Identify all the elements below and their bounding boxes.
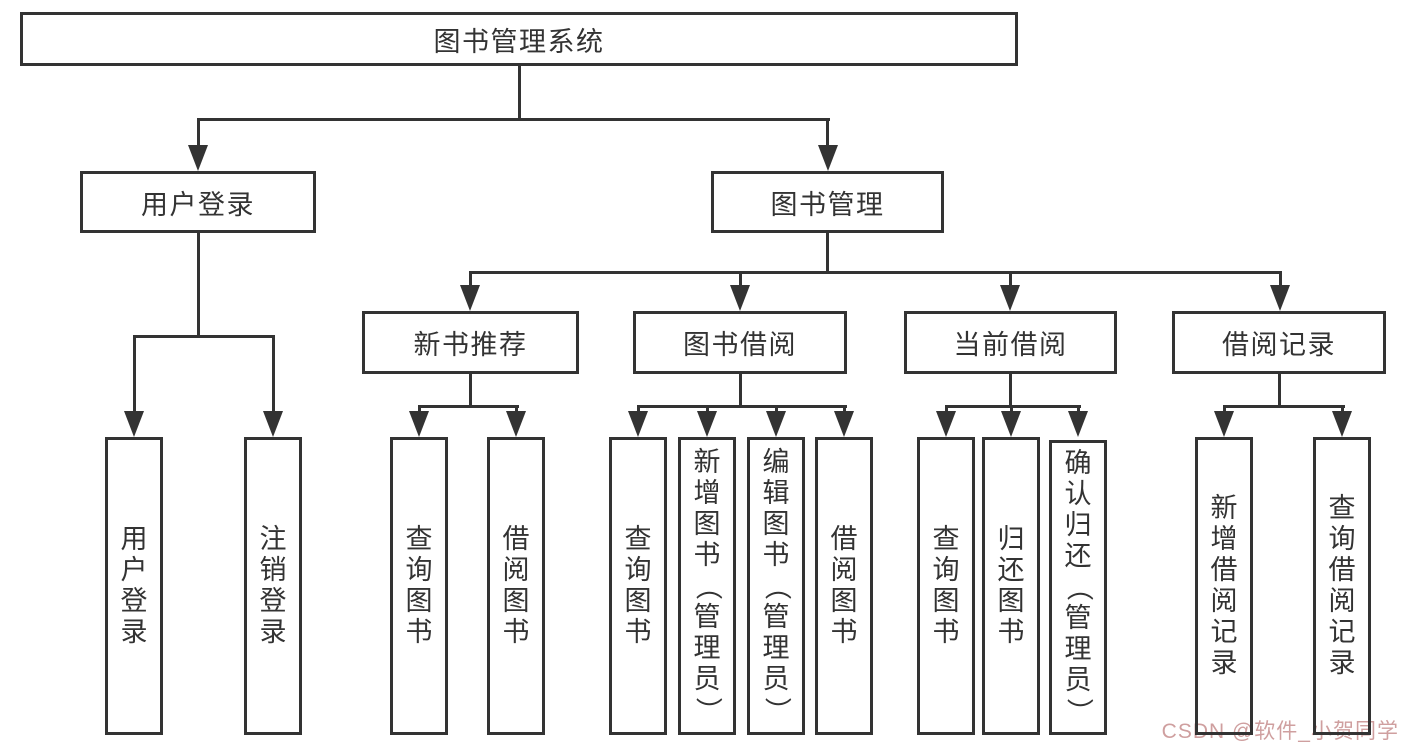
leaf-return-books: 归还图书: [982, 437, 1040, 735]
leaf-query-books: 查询图书: [609, 437, 667, 735]
connector-new-books-bar: [418, 405, 519, 408]
node-label: 图书管理: [770, 189, 885, 220]
arrow-down-icon: [1000, 285, 1020, 311]
connector-level2-bar: [197, 118, 830, 121]
connector-branch: [133, 335, 136, 411]
leaf-add-borrow-record: 新增借阅记录: [1195, 437, 1253, 735]
connector-branch: [515, 405, 518, 411]
connector-branch: [637, 405, 640, 411]
connector-branch-book-mgmt: [826, 118, 829, 145]
leaf-label: 查询图书: [932, 524, 960, 647]
arrow-down-icon: [628, 411, 648, 437]
arrow-down-icon: [1214, 411, 1234, 437]
connector-current-borrow-stem: [1009, 374, 1012, 405]
arrow-down-icon: [409, 411, 429, 437]
leaf-logout: 注销登录: [244, 437, 302, 735]
leaf-label: 注销登录: [259, 524, 287, 647]
connector-branch: [775, 405, 778, 411]
connector-branch: [945, 405, 948, 411]
arrow-down-icon: [936, 411, 956, 437]
leaf-edit-books-admin: 编辑图书（管理员）: [747, 437, 805, 735]
connector-current-borrow-bar: [945, 405, 1081, 408]
leaf-label: 确认归还（管理员）: [1063, 448, 1094, 725]
leaf-label: 归还图书: [997, 524, 1025, 647]
connector-root-stem: [518, 66, 521, 118]
leaf-query-books: 查询图书: [390, 437, 448, 735]
node-new-books: 新书推荐: [362, 311, 579, 374]
leaf-user-login: 用户登录: [105, 437, 163, 735]
connector-branch: [1010, 405, 1013, 411]
leaf-add-books-admin: 新增图书（管理员）: [678, 437, 736, 735]
node-user-login: 用户登录: [80, 171, 316, 233]
node-label: 用户登录: [141, 189, 255, 220]
connector-book-borrow-bar: [637, 405, 847, 408]
connector-level3-bar: [469, 271, 1282, 274]
arrow-down-icon: [1270, 285, 1290, 311]
leaf-label: 用户登录: [120, 524, 148, 647]
node-book-borrow: 图书借阅: [633, 311, 847, 374]
arrow-down-icon: [1001, 411, 1021, 437]
connector-branch: [1279, 271, 1282, 285]
leaf-borrow-books: 借阅图书: [815, 437, 873, 735]
leaf-label: 查询借阅记录: [1328, 493, 1356, 678]
arrow-down-icon: [460, 285, 480, 311]
arrow-down-icon: [834, 411, 854, 437]
node-borrow-record: 借阅记录: [1172, 311, 1386, 374]
leaf-query-borrow-record: 查询借阅记录: [1313, 437, 1371, 735]
arrow-down-icon: [263, 411, 283, 437]
connector-user-login-stem: [197, 233, 200, 335]
connector-book-mgmt-stem: [826, 233, 829, 271]
arrow-down-icon: [766, 411, 786, 437]
leaf-label: 新增图书（管理员）: [692, 446, 723, 724]
connector-borrow-record-bar: [1223, 405, 1345, 408]
connector-branch: [706, 405, 709, 411]
arrow-down-icon: [1332, 411, 1352, 437]
node-root-label: 图书管理系统: [433, 26, 605, 57]
leaf-confirm-return-admin: 确认归还（管理员）: [1049, 440, 1107, 735]
leaf-label: 查询图书: [624, 524, 652, 647]
connector-user-login-bar: [133, 335, 275, 338]
connector-branch: [739, 271, 742, 285]
arrow-down-icon: [818, 145, 838, 171]
watermark-text: CSDN @软件_小贺同学: [1161, 720, 1399, 743]
connector-branch: [843, 405, 846, 411]
leaf-query-books: 查询图书: [917, 437, 975, 735]
node-label: 图书借阅: [683, 330, 797, 360]
connector-branch: [469, 271, 472, 285]
leaf-label: 查询图书: [405, 524, 433, 647]
leaf-label: 借阅图书: [830, 524, 858, 647]
connector-branch: [1223, 405, 1226, 411]
arrow-down-icon: [188, 145, 208, 171]
connector-branch: [418, 405, 421, 411]
connector-branch: [272, 335, 275, 411]
leaf-borrow-books: 借阅图书: [487, 437, 545, 735]
node-current-borrow: 当前借阅: [904, 311, 1117, 374]
connector-branch: [1009, 271, 1012, 285]
leaf-label: 借阅图书: [502, 524, 530, 647]
arrow-down-icon: [697, 411, 717, 437]
connector-branch: [1341, 405, 1344, 411]
connector-branch: [1077, 405, 1080, 411]
arrow-down-icon: [506, 411, 526, 437]
node-label: 当前借阅: [953, 330, 1068, 360]
arrow-down-icon: [730, 285, 750, 311]
arrow-down-icon: [1068, 411, 1088, 437]
node-root: 图书管理系统: [20, 12, 1018, 66]
connector-borrow-record-stem: [1278, 374, 1281, 405]
arrow-down-icon: [124, 411, 144, 437]
leaf-label: 编辑图书（管理员）: [761, 446, 792, 724]
connector-book-borrow-stem: [739, 374, 742, 405]
connector-new-books-stem: [469, 374, 472, 405]
node-book-mgmt: 图书管理: [711, 171, 944, 233]
connector-branch-user-login: [197, 118, 200, 145]
node-label: 借阅记录: [1222, 330, 1336, 360]
leaf-label: 新增借阅记录: [1210, 493, 1238, 678]
node-label: 新书推荐: [413, 330, 528, 360]
